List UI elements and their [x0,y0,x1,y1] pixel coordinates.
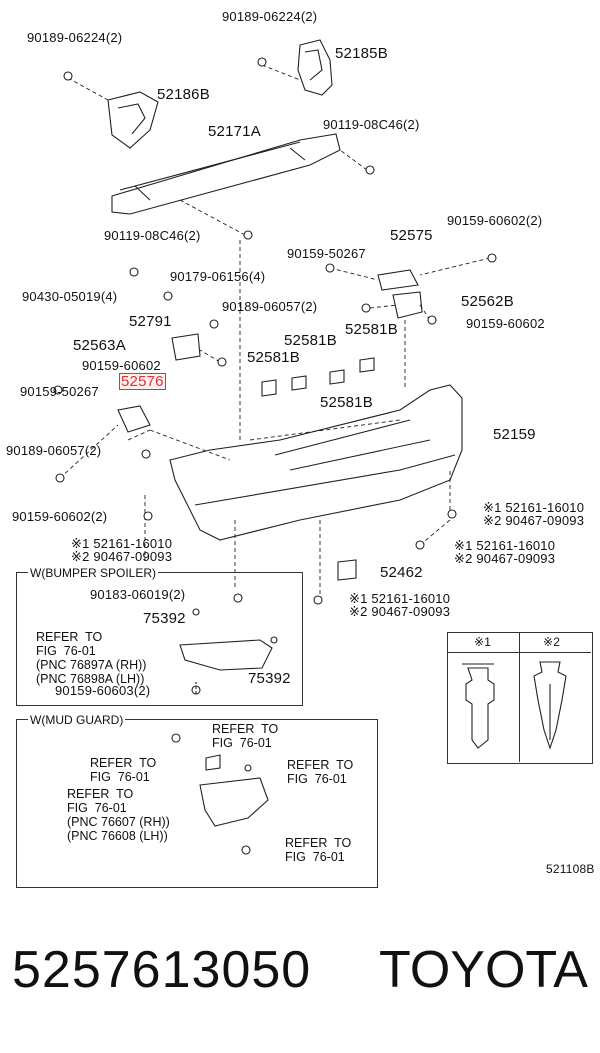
brand-name: TOYOTA [379,941,588,999]
bumper-spoiler-shape [179,639,273,671]
bumper-spoiler-box [16,572,303,706]
legend-col-2: ※2 [543,635,561,649]
label-90467-09093-c: ※2 90467-09093 [454,551,556,566]
bracket-52576-shape [117,405,151,433]
pad-52581b-1-shape [261,379,277,397]
label-52161-16010-a: ※1 52161-16010 [483,500,585,515]
label-90159-60602-d: 90159-60602(2) [12,509,108,524]
spoiler-refer-note: REFER TO FIG 76-01 (PNC 76897A (RH)) (PN… [36,630,147,686]
bracket-52563a-shape [171,333,201,361]
label-52185b: 52185B [335,45,388,62]
mudguard-refer-2: REFER TO FIG 76-01 [90,756,157,784]
label-90467-09093-d: ※2 90467-09093 [349,604,451,619]
part-number: 5257613050 [12,941,312,999]
label-75392-a: 75392 [143,610,186,627]
label-90467-09093-b: ※2 90467-09093 [71,549,173,564]
label-52161-16010-d: ※1 52161-16010 [349,591,451,606]
label-52563a: 52563A [73,337,126,354]
clip-2-shape [533,661,567,750]
reinforcement-52171a-shape [111,133,341,215]
label-90159-50267-a: 90159-50267 [287,246,366,261]
bumper-spoiler-title: W(BUMPER SPOILER) [28,566,159,580]
label-90189-06224-top: 90189-06224(2) [222,9,318,24]
label-90179-06156: 90179-06156(4) [170,269,266,284]
mud-guard-box [16,719,378,888]
mudguard-refer-5: REFER TO FIG 76-01 [285,836,352,864]
diagram-id: 521108B [546,862,595,876]
mud-guard-shape [199,777,269,827]
label-90159-50267-b: 90159-50267 [20,384,99,399]
bracket-52185b-shape [297,39,333,96]
label-52159: 52159 [493,426,536,443]
label-75392-b: 75392 [248,670,291,687]
label-90183-06019: 90183-06019(2) [90,587,186,602]
bracket-52575-shape [377,269,419,291]
parts-diagram: 90189-06224(2) 52185B 90189-06224(2) 521… [6,9,595,888]
diagram-drawing [53,39,567,855]
bracket-52562b-shape [392,291,423,319]
label-90430-05019: 90430-05019(4) [22,289,118,304]
label-90159-60603: 90159-60603(2) [55,683,151,698]
label-90159-60602-b: 90159-60602 [466,316,545,331]
label-52161-16010-b: ※1 52161-16010 [71,536,173,551]
clip-1-shape [462,663,495,749]
label-52576-highlighted: 52576 [119,373,166,390]
mudguard-refer-1: REFER TO FIG 76-01 [212,722,279,750]
footer: 5257613050 TOYOTA [8,940,592,1020]
mud-guard-title: W(MUD GUARD) [28,713,126,727]
pad-52581b-3-shape [329,369,345,385]
label-52581b-2: 52581B [345,321,398,338]
label-90189-06057-a: 90189-06057(2) [222,299,318,314]
label-90119-08c46-left: 90119-08C46(2) [104,228,201,243]
legend-col-1: ※1 [474,635,492,649]
mudguard-refer-4: REFER TO FIG 76-01 (PNC 76607 (RH)) (PNC… [67,787,170,843]
bolt-top-shape [257,57,267,67]
label-52581b-4: 52581B [320,394,373,411]
part-52462-shape [337,559,357,581]
clip-legend-divider [519,632,520,762]
label-90119-08c46-right: 90119-08C46(2) [323,117,420,132]
bumper-cover-52159-shape [169,384,463,541]
label-52186b: 52186B [157,86,210,103]
clip-legend-box [447,632,593,764]
pad-52581b-2-shape [291,375,307,391]
label-90159-60602-c: 90159-60602 [82,358,161,373]
label-52581b-3: 52581B [247,349,300,366]
label-52462: 52462 [380,564,423,581]
mudguard-refer-3: REFER TO FIG 76-01 [287,758,354,786]
label-52562b: 52562B [461,293,514,310]
label-52161-16010-c: ※1 52161-16010 [454,538,556,553]
label-52575: 52575 [390,227,433,244]
label-90189-06224-left: 90189-06224(2) [27,30,123,45]
label-90467-09093-a: ※2 90467-09093 [483,513,585,528]
label-52581b-1: 52581B [284,332,337,349]
label-90189-06057-b: 90189-06057(2) [6,443,102,458]
label-52791: 52791 [129,313,172,330]
label-52171a: 52171A [208,123,261,140]
label-90159-60602-a: 90159-60602(2) [447,213,543,228]
bracket-52186b-shape [107,91,159,149]
pad-52581b-4-shape [359,357,375,373]
